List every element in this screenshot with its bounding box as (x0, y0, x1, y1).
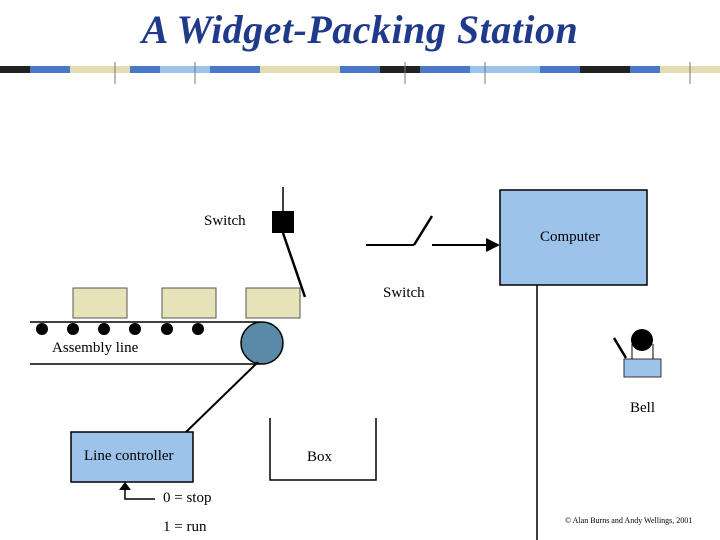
run-label: 1 = run (163, 519, 207, 535)
drive-roller (240, 321, 284, 365)
belt-roller (67, 323, 79, 335)
line-controller-box (70, 431, 194, 483)
computer-box (499, 189, 648, 286)
top-switch (272, 187, 307, 298)
bell-striker (612, 337, 628, 359)
switch-bottom-label: Switch (383, 285, 425, 301)
bell-base (623, 358, 662, 378)
computer-label: Computer (540, 229, 600, 245)
belt-roller (129, 323, 141, 335)
switch-lever (281, 232, 307, 298)
bell (612, 329, 662, 378)
controller-link (184, 361, 259, 434)
right-switch (366, 215, 500, 252)
widget-1 (72, 287, 128, 319)
header-band (0, 62, 720, 84)
switch-top-label: Switch (204, 213, 246, 229)
box-label: Box (307, 449, 333, 465)
packing-box (269, 418, 377, 481)
widget-2 (161, 287, 217, 319)
copyright-note: © Alan Burns and Andy Wellings, 2001 (565, 516, 693, 525)
belt-roller (36, 323, 48, 335)
control-signal-arrow (119, 482, 155, 500)
assembly-line-label: Assembly line (52, 340, 139, 356)
bell-dome (631, 329, 653, 351)
belt-roller (192, 323, 204, 335)
line-controller-label: Line controller (84, 448, 174, 464)
widget-3 (245, 287, 301, 319)
bell-label: Bell (630, 400, 655, 416)
switch-contact (412, 215, 434, 246)
stop-label: 0 = stop (163, 490, 212, 506)
assembly-line-belt (30, 321, 284, 365)
switch-sensor-block (272, 211, 294, 233)
arrow-head (486, 238, 500, 252)
belt-roller (98, 323, 110, 335)
belt-roller (161, 323, 173, 335)
slide-title: A Widget-Packing Station (141, 7, 579, 52)
